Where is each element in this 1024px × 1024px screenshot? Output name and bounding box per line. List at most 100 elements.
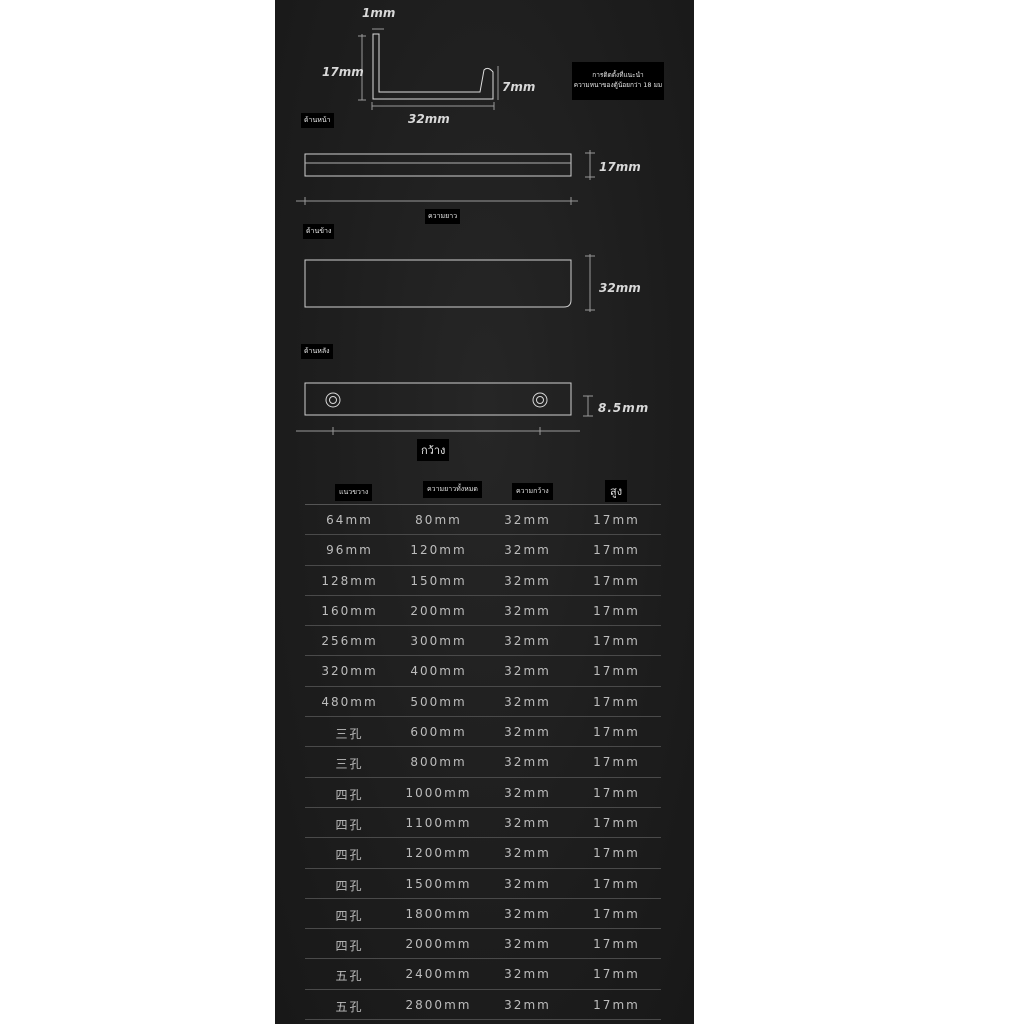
table-row: 480mm 500mm 32mm 17mm bbox=[305, 687, 661, 718]
table-row: 五孔 2800mm 32mm 17mm bbox=[305, 990, 661, 1021]
cell-hole-spacing: 96mm bbox=[326, 543, 373, 558]
table-row: 四孔 1100mm 32mm 17mm bbox=[305, 808, 661, 839]
cell-hole-spacing: 五孔 bbox=[335, 969, 364, 984]
cell-height: 17mm bbox=[593, 997, 640, 1012]
table-row: 96mm 120mm 32mm 17mm bbox=[305, 535, 661, 566]
cell-height: 17mm bbox=[593, 694, 640, 709]
install-note-line2: ความหนาของตู้น้อยกว่า 18 มม bbox=[573, 81, 663, 89]
table-row: 四孔 1200mm 32mm 17mm bbox=[305, 838, 661, 869]
cell-width: 32mm bbox=[504, 846, 551, 861]
cell-total-length: 2800mm bbox=[405, 997, 472, 1012]
cell-total-length: 2000mm bbox=[405, 937, 472, 952]
table-row: 五孔 2400mm 32mm 17mm bbox=[305, 959, 661, 990]
cell-height: 17mm bbox=[593, 513, 640, 527]
table-row: 四孔 1800mm 32mm 17mm bbox=[305, 899, 661, 930]
cell-width: 32mm bbox=[504, 906, 551, 921]
install-note-line1: การติดตั้งที่แนะนำ bbox=[592, 71, 644, 79]
cell-total-length: 1000mm bbox=[405, 785, 472, 800]
cell-total-length: 1100mm bbox=[405, 815, 472, 830]
cell-hole-spacing: 四孔 bbox=[335, 817, 364, 832]
cell-height: 17mm bbox=[593, 664, 640, 679]
cell-hole-spacing: 128mm bbox=[321, 573, 378, 588]
cell-hole-spacing: 160mm bbox=[321, 603, 378, 618]
cell-total-length: 1800mm bbox=[405, 906, 472, 921]
cell-width: 32mm bbox=[504, 513, 551, 527]
cell-total-length: 120mm bbox=[410, 543, 467, 558]
cell-total-length: 500mm bbox=[410, 694, 467, 709]
table-body: 64mm 80mm 32mm 17mm 96mm 120mm 32mm 17mm 128mm 15… bbox=[305, 505, 661, 1021]
table-row: 64mm 80mm 32mm 17mm bbox=[305, 505, 661, 536]
cell-height: 17mm bbox=[593, 846, 640, 861]
header-width: ความกว้าง bbox=[512, 483, 553, 500]
table-header: แนวขวาง ความยาวทั้งหมด ความกว้าง สูง bbox=[305, 476, 661, 505]
cell-width: 32mm bbox=[504, 573, 551, 588]
cell-total-length: 2400mm bbox=[405, 967, 472, 982]
side-view-drawing bbox=[305, 254, 595, 312]
cell-width: 32mm bbox=[504, 937, 551, 952]
hole-spacing-label: กว้าง bbox=[417, 439, 450, 461]
cell-hole-spacing: 四孔 bbox=[335, 908, 364, 923]
back-view-label: ด้านหลัง bbox=[301, 344, 333, 359]
cell-total-length: 1200mm bbox=[405, 846, 472, 861]
cell-total-length: 600mm bbox=[410, 725, 467, 740]
cell-width: 32mm bbox=[504, 603, 551, 618]
profile-thickness-label: 1mm bbox=[362, 6, 396, 20]
side-view-label: ด้านข้าง bbox=[303, 224, 335, 239]
cell-height: 17mm bbox=[593, 967, 640, 982]
profile-section bbox=[358, 29, 498, 110]
cell-total-length: 400mm bbox=[410, 664, 467, 679]
cell-height: 17mm bbox=[593, 755, 640, 770]
cell-width: 32mm bbox=[504, 725, 551, 740]
cell-width: 32mm bbox=[504, 815, 551, 830]
back-view-drawing bbox=[296, 383, 593, 435]
cell-hole-spacing: 320mm bbox=[321, 664, 378, 679]
length-label: ความยาว bbox=[425, 209, 461, 224]
cell-hole-spacing: 五孔 bbox=[335, 999, 364, 1014]
cell-height: 17mm bbox=[593, 603, 640, 618]
cell-width: 32mm bbox=[504, 876, 551, 891]
profile-height-label: 17mm bbox=[322, 65, 364, 79]
cell-width: 32mm bbox=[504, 997, 551, 1012]
cell-total-length: 80mm bbox=[415, 513, 462, 527]
header-hole-spacing: แนวขวาง bbox=[335, 484, 373, 501]
cell-total-length: 800mm bbox=[410, 755, 467, 770]
cell-hole-spacing: 三孔 bbox=[335, 727, 364, 742]
cell-height: 17mm bbox=[593, 785, 640, 800]
cell-height: 17mm bbox=[593, 815, 640, 830]
cell-total-length: 1500mm bbox=[405, 876, 472, 891]
cell-height: 17mm bbox=[593, 876, 640, 891]
cell-hole-spacing: 四孔 bbox=[335, 787, 364, 802]
front-view-drawing bbox=[296, 150, 595, 205]
cell-height: 17mm bbox=[593, 573, 640, 588]
cell-hole-spacing: 四孔 bbox=[335, 848, 364, 863]
header-total-length: ความยาวทั้งหมด bbox=[423, 481, 482, 498]
profile-lip-label: 7mm bbox=[502, 80, 536, 94]
front-view-label: ด้านหน้า bbox=[301, 113, 334, 128]
cell-height: 17mm bbox=[593, 634, 640, 649]
cell-hole-spacing: 四孔 bbox=[335, 939, 364, 954]
side-width-label: 32mm bbox=[599, 281, 641, 295]
cell-height: 17mm bbox=[593, 543, 640, 558]
header-height: สูง bbox=[605, 480, 628, 502]
cell-width: 32mm bbox=[504, 543, 551, 558]
cell-width: 32mm bbox=[504, 634, 551, 649]
install-note: การติดตั้งที่แนะนำ ความหนาของตู้น้อยกว่า… bbox=[572, 62, 664, 100]
front-height-label: 17mm bbox=[599, 160, 641, 174]
cell-hole-spacing: 256mm bbox=[321, 634, 378, 649]
cell-width: 32mm bbox=[504, 967, 551, 982]
cell-hole-spacing: 三孔 bbox=[335, 757, 364, 772]
cell-hole-spacing: 64mm bbox=[326, 513, 373, 527]
profile-width-label: 32mm bbox=[408, 112, 450, 126]
cell-width: 32mm bbox=[504, 664, 551, 679]
cell-height: 17mm bbox=[593, 906, 640, 921]
cell-total-length: 300mm bbox=[410, 634, 467, 649]
cell-hole-spacing: 480mm bbox=[321, 694, 378, 709]
cell-width: 32mm bbox=[504, 694, 551, 709]
